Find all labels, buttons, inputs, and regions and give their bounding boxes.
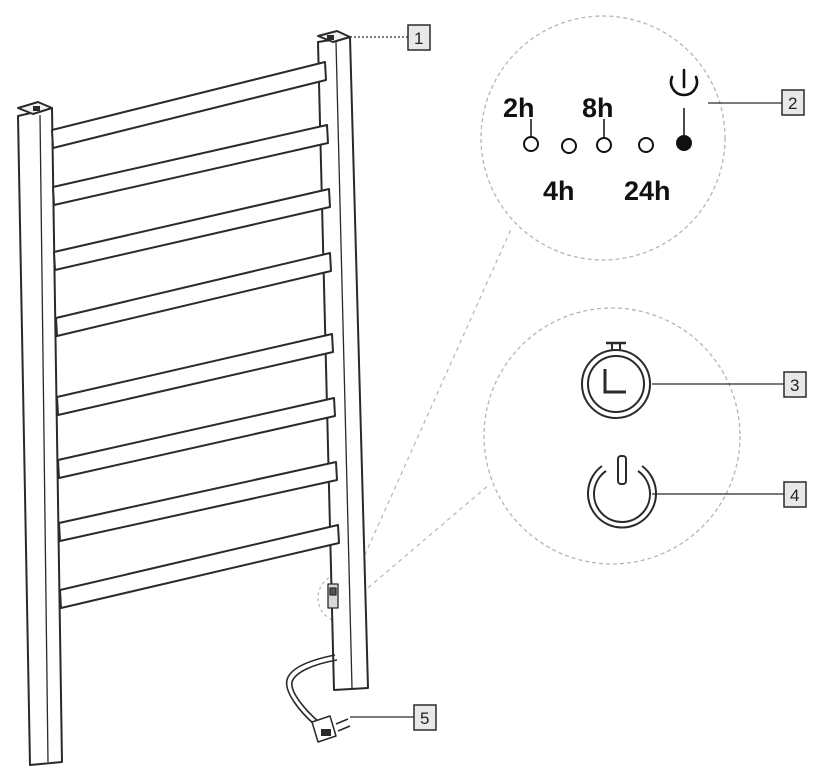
towel-rail bbox=[17, 30, 369, 766]
callout-5-label: 5 bbox=[420, 709, 429, 728]
led-8h bbox=[596, 137, 612, 153]
led-power bbox=[676, 135, 692, 151]
control-panel bbox=[327, 583, 339, 609]
callout-3: 3 bbox=[652, 371, 807, 398]
plug-icon bbox=[311, 715, 351, 743]
timer-label-24h: 24h bbox=[624, 176, 671, 206]
timer-label-4h: 4h bbox=[543, 176, 575, 206]
power-cable bbox=[285, 654, 338, 726]
callout-1-label: 1 bbox=[414, 29, 423, 48]
callout-5: 5 bbox=[350, 704, 437, 731]
timer-label-8h: 8h bbox=[582, 93, 614, 123]
callout-4-label: 4 bbox=[790, 486, 799, 505]
timer-label-2h: 2h bbox=[503, 93, 535, 123]
magnifier-bottom bbox=[483, 307, 741, 565]
left-post bbox=[17, 101, 63, 766]
callout-2-label: 2 bbox=[788, 94, 797, 113]
led-2h bbox=[523, 136, 539, 152]
callout-4: 4 bbox=[652, 481, 807, 508]
led-4h bbox=[561, 138, 577, 154]
callout-3-label: 3 bbox=[790, 376, 799, 395]
zoom-connector-lines bbox=[354, 226, 513, 594]
callout-2: 2 bbox=[708, 89, 805, 116]
timer-led-indicators bbox=[523, 108, 692, 154]
led-24h bbox=[638, 137, 654, 153]
stopwatch-icon bbox=[581, 341, 651, 419]
timer-panel: 2h 8h 4h 24h bbox=[503, 68, 699, 206]
magnifier-top bbox=[480, 15, 726, 261]
callout-1: 1 bbox=[350, 24, 431, 51]
power-indicator-icon bbox=[669, 68, 699, 97]
power-button-icon bbox=[587, 455, 657, 529]
rail-rungs bbox=[51, 61, 340, 609]
